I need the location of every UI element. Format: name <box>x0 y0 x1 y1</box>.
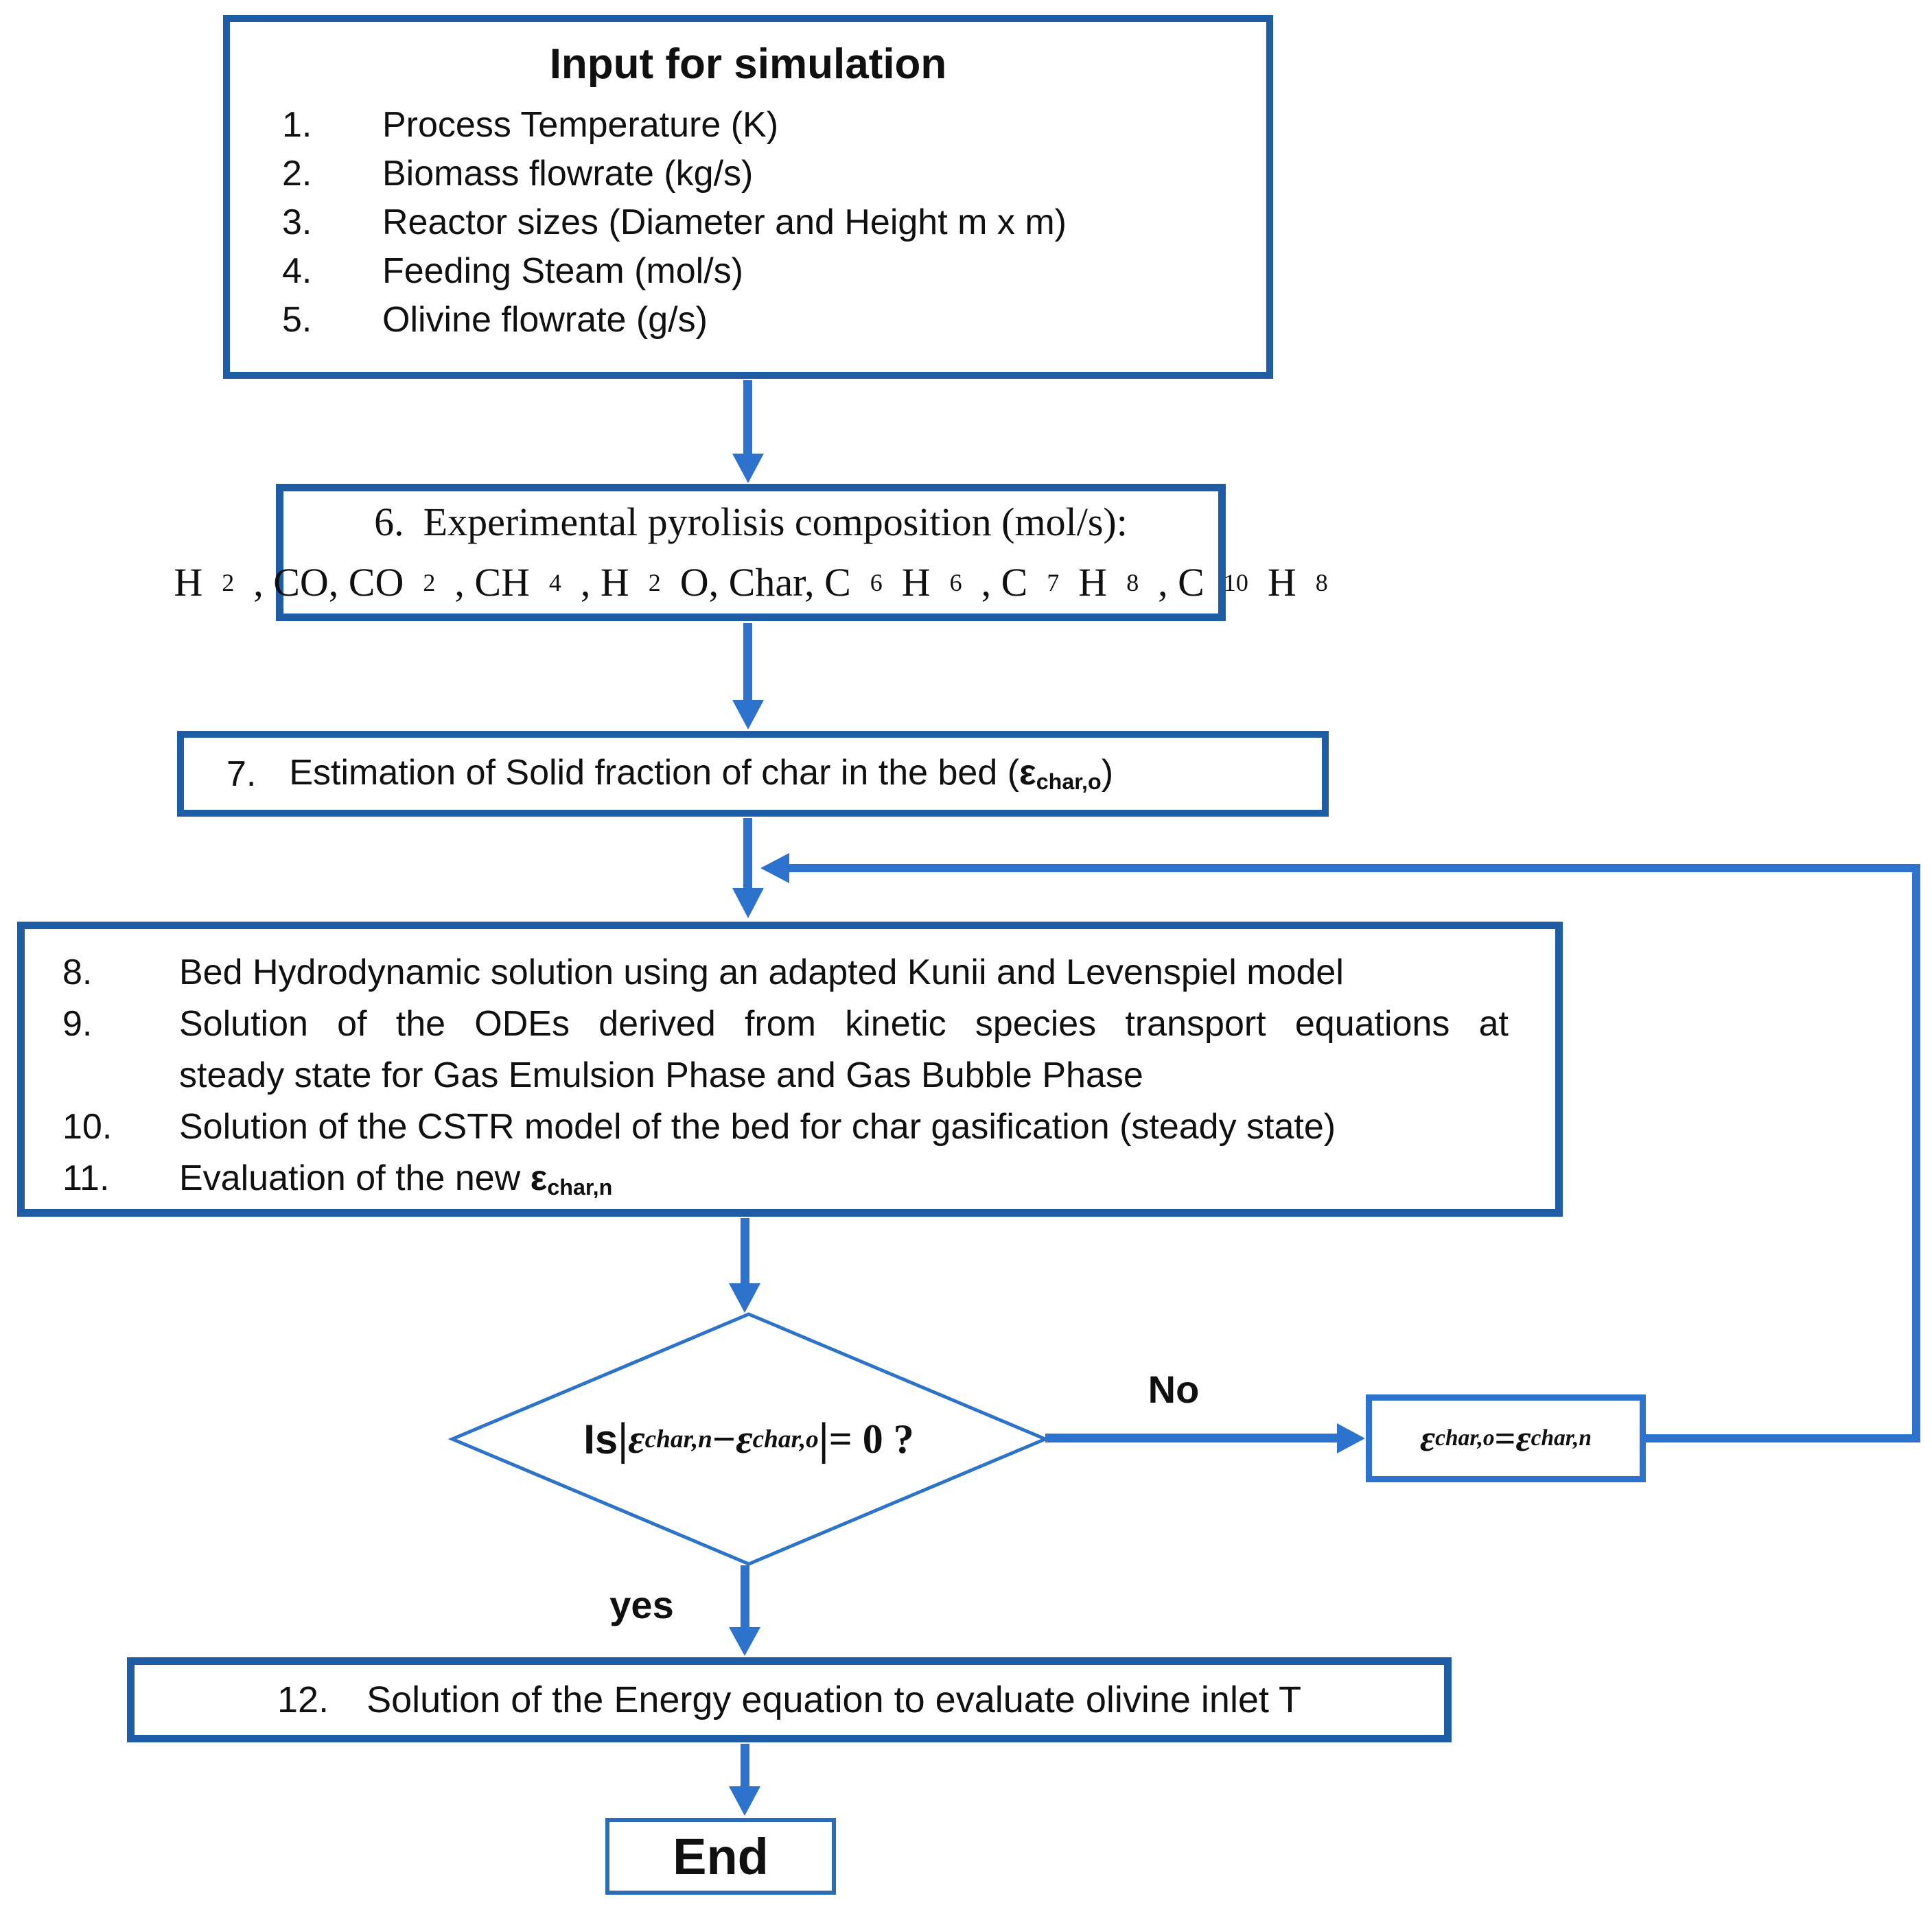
estimation-box: 7. Estimation of Solid fraction of char … <box>177 731 1329 817</box>
item-text: Solution of the Energy equation to evalu… <box>366 1679 1301 1720</box>
list-item: 9. Solution of the ODEs derived from kin… <box>62 998 1509 1101</box>
item-text: Biomass flowrate (kg/s) <box>382 154 754 194</box>
item-text: Evaluation of the new εchar,n <box>179 1158 613 1200</box>
feedback-line-top <box>789 864 1920 872</box>
pyrolysis-line1: 6. Experimental pyrolisis composition (m… <box>374 492 1128 552</box>
item-text: Experimental pyrolisis composition (mol/… <box>423 500 1128 544</box>
list-item: 5. Olivine flowrate (g/s) <box>230 296 1266 344</box>
item-number: 9. <box>62 1004 93 1044</box>
arrow-solver-to-decision-head <box>729 1283 760 1313</box>
item-number: 1. <box>282 105 312 145</box>
item-text: Reactor sizes (Diameter and Height m x m… <box>382 202 1067 242</box>
yes-label: yes <box>609 1583 674 1626</box>
input-box-title: Input for simulation <box>549 40 947 88</box>
arrow-no-branch-head <box>1337 1423 1365 1453</box>
item-text: Estimation of Solid fraction of char in … <box>289 753 1114 795</box>
list-item: 3. Reactor sizes (Diameter and Height m … <box>230 198 1266 247</box>
item-text: Olivine flowrate (g/s) <box>382 300 708 340</box>
decision-diamond-shape <box>447 1312 1050 1566</box>
item-number: 8. <box>62 953 93 992</box>
item-number: 11. <box>62 1158 110 1198</box>
arrow-yes-branch-head <box>729 1627 760 1656</box>
arrow-input-to-pyrolysis-head <box>732 454 764 483</box>
end-box: End <box>605 1818 836 1895</box>
arrow-energy-to-end-head <box>729 1786 760 1816</box>
arrow-energy-to-end-shaft <box>741 1744 749 1786</box>
item-text-line1: Solution of the ODEs derived from kineti… <box>179 1004 1509 1044</box>
arrow-input-to-pyrolysis-shaft <box>743 380 752 454</box>
list-item: 1. Process Temperature (K) <box>230 101 1266 150</box>
item-text-line2: steady state for Gas Emulsion Phase and … <box>179 1055 1143 1095</box>
feedback-line-right <box>1912 864 1920 1442</box>
solver-box: 8. Bed Hydrodynamic solution using an ad… <box>17 922 1563 1217</box>
arrow-pyrolysis-to-estimation-head <box>732 700 764 729</box>
list-item: 10. Solution of the CSTR model of the be… <box>62 1101 1509 1153</box>
item-number: 2. <box>282 154 312 194</box>
item-text: Solution of the ODEs derived from kineti… <box>179 998 1509 1101</box>
item-text: Solution of the CSTR model of the bed fo… <box>179 1107 1336 1147</box>
item-number: 12. <box>277 1679 329 1720</box>
item-number: 10. <box>62 1107 113 1147</box>
arrow-solver-to-decision-shaft <box>741 1218 749 1283</box>
no-label: No <box>1148 1368 1200 1411</box>
list-item: 8. Bed Hydrodynamic solution using an ad… <box>62 947 1509 998</box>
arrow-estimation-to-solver-head <box>732 888 764 918</box>
item-text: Process Temperature (K) <box>382 105 779 145</box>
arrow-estimation-to-solver-shaft <box>743 818 752 888</box>
item-text: Feeding Steam (mol/s) <box>382 251 743 291</box>
item-number: 7. <box>226 753 257 794</box>
feedback-line-bottom <box>1646 1434 1920 1442</box>
item-number: 5. <box>282 300 312 340</box>
list-item: 4. Feeding Steam (mol/s) <box>230 247 1266 296</box>
item-text: Bed Hydrodynamic solution using an adapt… <box>179 953 1344 992</box>
input-box: Input for simulation 1. Process Temperat… <box>223 15 1273 379</box>
arrow-yes-branch-shaft <box>741 1565 749 1627</box>
pyrolysis-box: 6. Experimental pyrolisis composition (m… <box>174 484 1328 621</box>
item-number: 4. <box>282 251 312 291</box>
list-item: 11. Evaluation of the new εchar,n <box>62 1153 1509 1213</box>
energy-box: 12. Solution of the Energy equation to e… <box>127 1657 1452 1742</box>
item-number: 6. <box>374 500 404 544</box>
list-item: 2. Biomass flowrate (kg/s) <box>230 150 1266 198</box>
item-number: 3. <box>282 202 312 242</box>
arrow-pyrolysis-to-estimation-shaft <box>743 623 752 700</box>
arrow-no-branch-shaft <box>1045 1434 1338 1442</box>
feedback-arrow-head <box>760 853 789 883</box>
